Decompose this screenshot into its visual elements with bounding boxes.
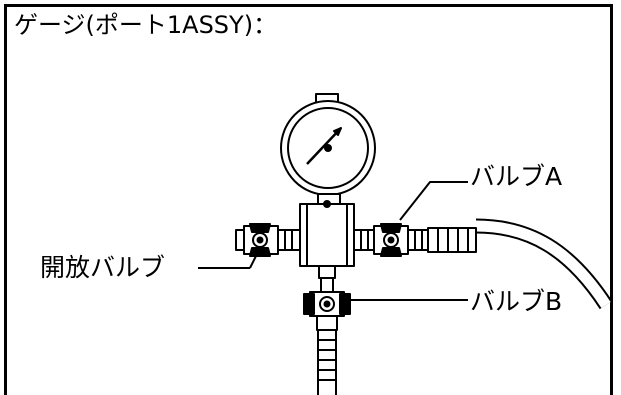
lower-fitting — [318, 265, 336, 293]
gauge-needle — [306, 127, 342, 165]
label-valve-a: バルブA — [470, 162, 563, 191]
leader-valve-a — [399, 181, 468, 221]
figure-title: ゲージ(ポート1ASSY)： — [14, 11, 278, 39]
figure-frame — [4, 4, 613, 395]
label-open-valve: 開放バルブ — [40, 253, 166, 282]
open-valve — [235, 223, 301, 257]
valve-a — [353, 223, 429, 257]
label-valve-b: バルブB — [470, 287, 563, 316]
valve-b — [303, 291, 351, 331]
pressure-gauge — [280, 93, 376, 205]
manifold-block — [299, 200, 355, 267]
hose-barb-right — [427, 227, 477, 253]
hose-bottom — [317, 329, 337, 395]
